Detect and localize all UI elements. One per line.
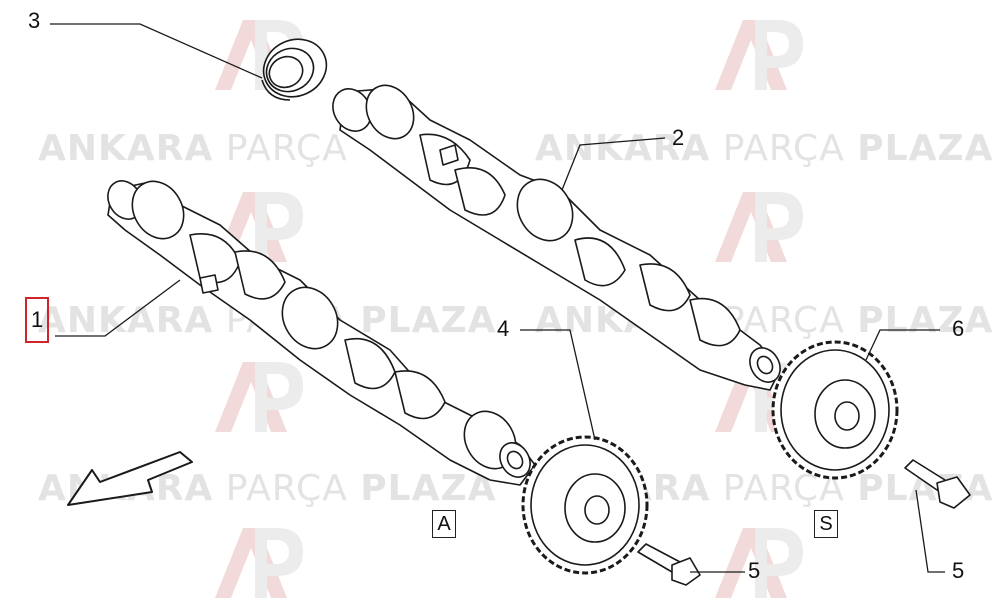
watermark-row-1: ANKARA PARÇA — [38, 128, 348, 169]
tag-s: S — [814, 510, 838, 538]
gear-s — [771, 340, 899, 480]
callout-6: 6 — [952, 316, 965, 341]
direction-arrow — [67, 451, 193, 506]
camshaft-upper — [332, 84, 781, 391]
watermark-row-1b: ANKARA PARÇA PLAZA — [535, 128, 994, 169]
ap-logo-watermark — [215, 362, 303, 432]
ap-logo-watermark — [715, 192, 803, 262]
callout-4: 4 — [497, 316, 510, 341]
callout-5-a: 5 — [748, 558, 761, 583]
camshaft-lower — [107, 180, 536, 486]
callout-5-s: 5 — [952, 558, 965, 583]
ap-logo-watermark — [215, 528, 303, 598]
bolt-a — [637, 543, 701, 586]
watermark-row-3: ANKARA PARÇA PLAZA — [38, 468, 497, 509]
tag-a: A — [432, 510, 456, 538]
gear-a — [521, 435, 649, 575]
ap-logo-watermark — [715, 20, 803, 90]
callout-2: 2 — [672, 125, 685, 150]
callout-1-highlighted: 1 — [25, 297, 50, 343]
callout-3: 3 — [28, 8, 41, 33]
leader-lines — [50, 23, 945, 573]
bolt-s — [904, 459, 971, 509]
seal-ring — [261, 38, 328, 101]
